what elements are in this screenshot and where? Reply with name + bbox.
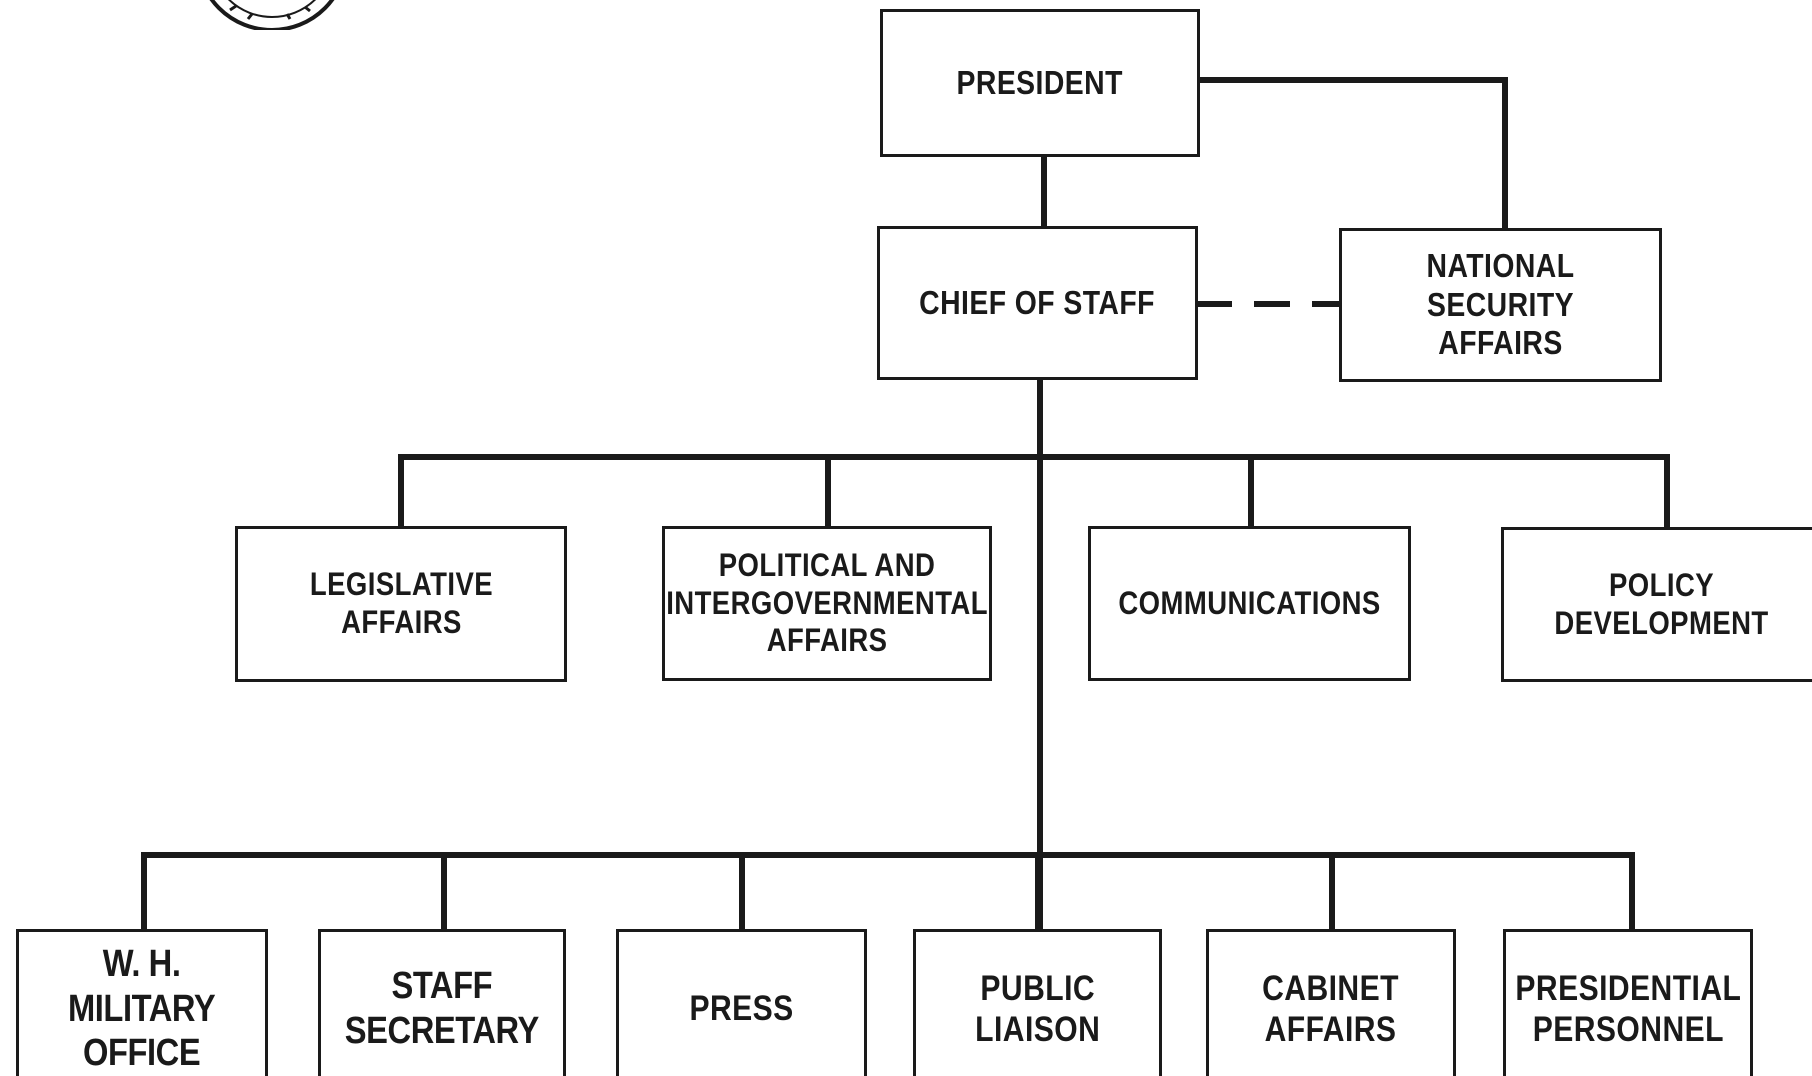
seal-emblem	[209, 0, 335, 30]
box-presidential-personnel: PRESIDENTIAL PERSONNEL	[1503, 929, 1753, 1076]
label-political-intergovernmental: POLITICAL AND INTERGOVERNMENTAL AFFAIRS	[666, 546, 988, 659]
label-public-liaison: PUBLIC LIAISON	[974, 968, 1101, 1049]
label-communications: COMMUNICATIONS	[1118, 584, 1381, 621]
box-military-office: W. H. MILITARY OFFICE	[16, 929, 268, 1076]
label-military-office: W. H. MILITARY OFFICE	[68, 942, 216, 1075]
box-policy-development: POLICY DEVELOPMENT	[1501, 527, 1812, 682]
box-president: PRESIDENT	[880, 9, 1200, 157]
label-chief-of-staff: CHIEF OF STAFF	[919, 283, 1156, 321]
box-communications: COMMUNICATIONS	[1088, 526, 1411, 681]
label-president: PRESIDENT	[956, 63, 1124, 101]
box-legislative-affairs: LEGISLATIVE AFFAIRS	[235, 526, 567, 682]
box-cabinet-affairs: CABINET AFFAIRS	[1206, 929, 1456, 1076]
box-press: PRESS	[616, 929, 867, 1076]
label-staff-secretary: STAFF SECRETARY	[344, 965, 540, 1052]
label-presidential-personnel: PRESIDENTIAL PERSONNEL	[1515, 968, 1741, 1049]
label-policy-development: POLICY DEVELOPMENT	[1554, 566, 1770, 641]
label-cabinet-affairs: CABINET AFFAIRS	[1262, 968, 1400, 1049]
box-staff-secretary: STAFF SECRETARY	[318, 929, 566, 1076]
box-political-intergovernmental: POLITICAL AND INTERGOVERNMENTAL AFFAIRS	[662, 526, 992, 681]
box-chief-of-staff: CHIEF OF STAFF	[877, 226, 1198, 380]
label-press: PRESS	[689, 989, 794, 1029]
label-national-security: NATIONAL SECURITY AFFAIRS	[1426, 246, 1575, 362]
box-national-security: NATIONAL SECURITY AFFAIRS	[1339, 228, 1662, 382]
label-legislative-affairs: LEGISLATIVE AFFAIRS	[309, 566, 493, 640]
president-to-nsa-line	[1195, 77, 1508, 231]
box-public-liaison: PUBLIC LIAISON	[913, 929, 1162, 1076]
